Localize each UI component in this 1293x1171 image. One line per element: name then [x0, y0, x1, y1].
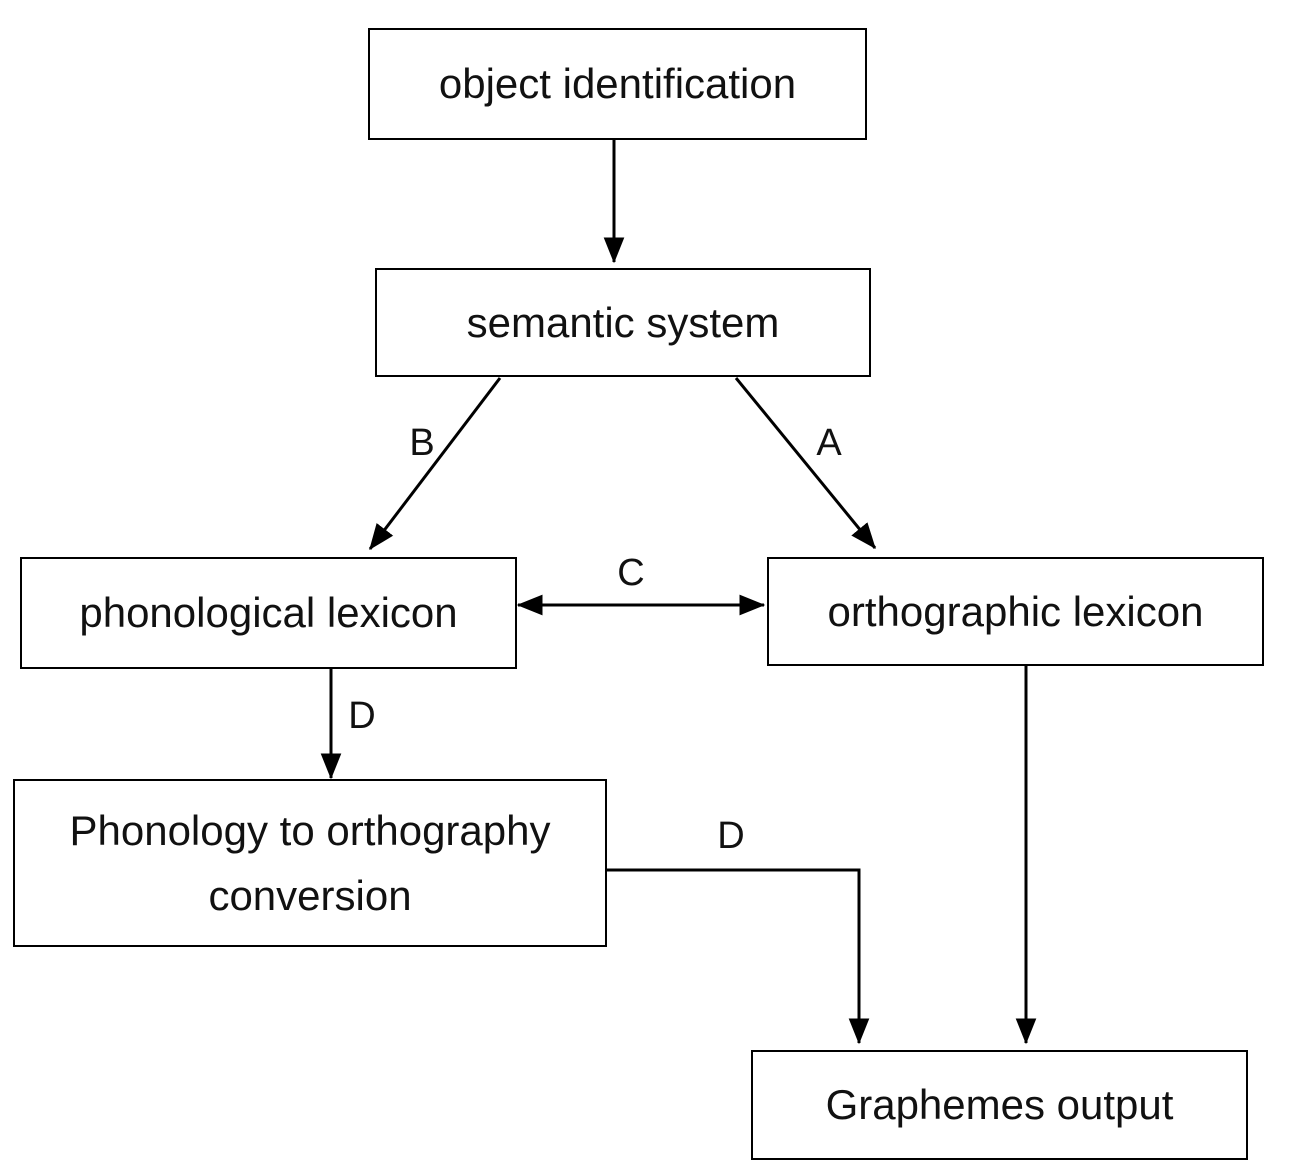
object-identification-box: object identification [368, 28, 867, 140]
orthographic-lexicon-box: orthographic lexicon [767, 557, 1264, 666]
edge-label-d-phonological: D [348, 695, 376, 737]
phonology-to-orthography-box: Phonology to orthography conversion [13, 779, 607, 947]
phonological-lexicon-label: phonological lexicon [79, 589, 458, 637]
object-identification-label: object identification [438, 60, 797, 108]
arrow-semantic-to-orthographic [734, 377, 877, 550]
edge-label-b: B [409, 422, 435, 464]
phonological-lexicon-box: phonological lexicon [20, 557, 517, 669]
edge-label-c: C [617, 552, 645, 594]
edge-label-d-conversion: D [717, 815, 745, 857]
arrow-semantic-to-phonological [368, 377, 502, 551]
graphemes-output-box: Graphemes output [751, 1050, 1248, 1160]
semantic-system-box: semantic system [375, 268, 871, 377]
graphemes-output-label: Graphemes output [825, 1081, 1174, 1129]
semantic-system-label: semantic system [466, 298, 780, 346]
phonology-to-orthography-label: Phonology to orthography conversion [69, 806, 551, 919]
edge-label-a: A [816, 422, 842, 464]
orthographic-lexicon-label: orthographic lexicon [827, 587, 1204, 635]
arrow-conversion-to-graphemes [606, 868, 870, 1045]
